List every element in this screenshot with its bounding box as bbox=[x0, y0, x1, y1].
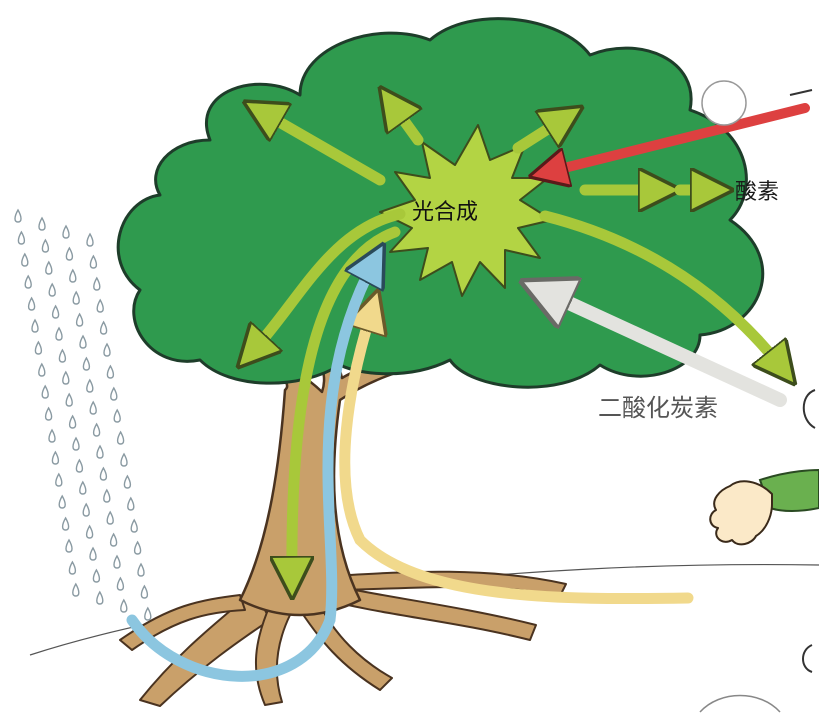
raindrop-icon bbox=[69, 562, 75, 574]
raindrop-icon bbox=[87, 526, 93, 538]
raindrop-icon bbox=[121, 600, 127, 612]
oxygen-label: 酸素 bbox=[735, 182, 779, 204]
raindrop-icon bbox=[59, 496, 65, 508]
raindrop-icon bbox=[53, 306, 59, 318]
raindrop-icon bbox=[56, 328, 62, 340]
raindrop-icon bbox=[42, 386, 48, 398]
raindrop-icon bbox=[117, 578, 123, 590]
raindrop-icon bbox=[145, 608, 151, 620]
raindrop-icon bbox=[66, 540, 72, 552]
raindrop-icon bbox=[90, 548, 96, 560]
raindrop-icon bbox=[97, 592, 103, 604]
hand-icon bbox=[710, 470, 819, 544]
edge-mark-lower bbox=[803, 645, 812, 672]
raindrop-icon bbox=[111, 534, 117, 546]
raindrop-icon bbox=[32, 320, 38, 332]
raindrop-icon bbox=[94, 278, 100, 290]
raindrop-icon bbox=[59, 350, 65, 362]
raindrop-icon bbox=[83, 358, 89, 370]
raindrop-icon bbox=[97, 300, 103, 312]
carbon-dioxide-label: 二酸化炭素 bbox=[598, 396, 718, 420]
raindrop-icon bbox=[25, 276, 31, 288]
raindrop-icon bbox=[76, 460, 82, 472]
raindrop-icon bbox=[111, 388, 117, 400]
raindrop-icon bbox=[66, 248, 72, 260]
raindrop-icon bbox=[128, 498, 134, 510]
raindrop-icon bbox=[87, 380, 93, 392]
raindrop-icon bbox=[135, 542, 141, 554]
raindrop-icon bbox=[124, 476, 130, 488]
raindrop-icon bbox=[46, 408, 52, 420]
raindrop-icon bbox=[114, 410, 120, 422]
raindrop-icon bbox=[121, 454, 127, 466]
raindrop-icon bbox=[131, 520, 137, 532]
raindrop-icon bbox=[104, 490, 110, 502]
raindrop-icon bbox=[97, 446, 103, 458]
raindrop-icon bbox=[77, 314, 83, 326]
raindrop-icon bbox=[52, 452, 58, 464]
raindrop-icon bbox=[73, 584, 79, 596]
raindrop-icon bbox=[22, 254, 28, 266]
raindrop-icon bbox=[107, 366, 113, 378]
raindrop-icon bbox=[101, 322, 107, 334]
raindrop-icon bbox=[80, 482, 86, 494]
raindrop-icon bbox=[63, 518, 69, 530]
raindrop-icon bbox=[107, 512, 113, 524]
raindrop-icon bbox=[39, 218, 45, 230]
raindrop-icon bbox=[87, 234, 93, 246]
raindrop-icon bbox=[73, 292, 79, 304]
raindrop-icon bbox=[118, 432, 124, 444]
raindrop-icon bbox=[70, 416, 76, 428]
raindrop-icon bbox=[70, 270, 76, 282]
raindrop-icon bbox=[66, 394, 72, 406]
raindrop-icon bbox=[63, 226, 69, 238]
raindrop-icon bbox=[83, 504, 89, 516]
raindrop-icon bbox=[15, 210, 21, 222]
raindrop-icon bbox=[63, 372, 69, 384]
raindrop-icon bbox=[46, 262, 52, 274]
edge-mark-bottom bbox=[700, 696, 780, 713]
raindrop-icon bbox=[42, 240, 48, 252]
raindrop-icon bbox=[104, 344, 110, 356]
raindrop-icon bbox=[138, 564, 144, 576]
raindrop-icon bbox=[94, 424, 100, 436]
raindrop-icon bbox=[100, 468, 106, 480]
raindrop-icon bbox=[35, 342, 41, 354]
raindrop-icon bbox=[39, 364, 45, 376]
edge-mark bbox=[804, 390, 815, 428]
raindrop-icon bbox=[90, 402, 96, 414]
raindrop-icon bbox=[73, 438, 79, 450]
raindrop-icon bbox=[49, 430, 55, 442]
raindrop-icon bbox=[93, 570, 99, 582]
raindrop-icon bbox=[49, 284, 55, 296]
raindrop-icon bbox=[141, 586, 147, 598]
raindrop-icon bbox=[18, 232, 24, 244]
raindrop-icon bbox=[29, 298, 35, 310]
raindrop-icon bbox=[114, 556, 120, 568]
raindrop-icon bbox=[56, 474, 62, 486]
photosynthesis-label: 光合成 bbox=[412, 202, 478, 224]
raindrop-icon bbox=[80, 336, 86, 348]
raindrop-icon bbox=[90, 256, 96, 268]
